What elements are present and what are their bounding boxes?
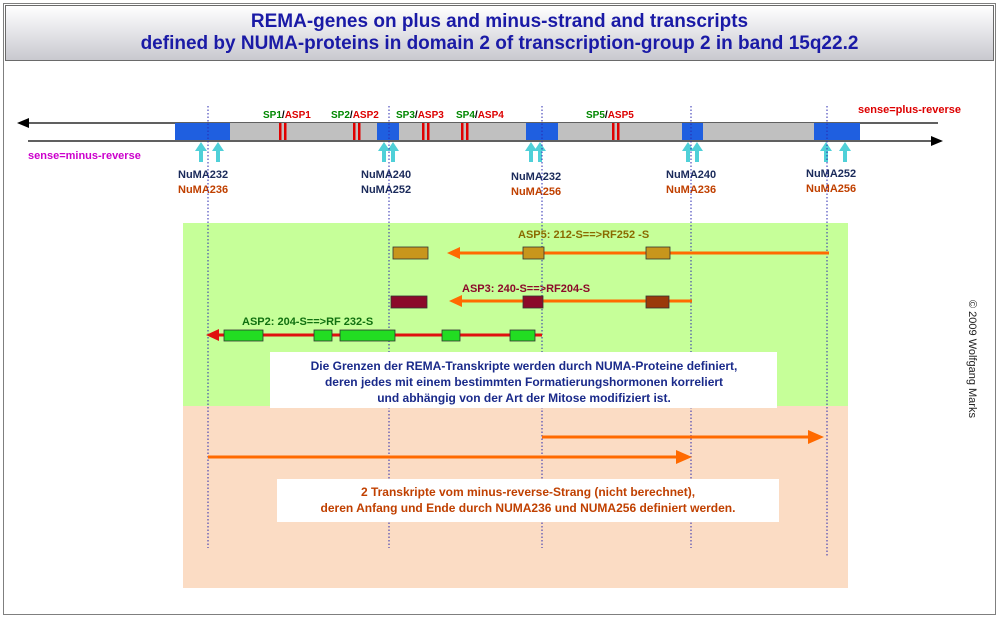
- numa-label-1-top: NuMA232: [178, 169, 228, 181]
- asp5-exon-1: [392, 246, 429, 260]
- asp2-exon-5: [509, 329, 536, 342]
- numa-block-2: [377, 123, 399, 140]
- numa-block-5: [814, 123, 860, 140]
- numa-label-2-bottom: NuMA252: [361, 184, 411, 196]
- asp2-exon-2: [313, 329, 333, 342]
- minus-transcript-2-arrowhead: [676, 450, 692, 464]
- asp2-arrowhead: [206, 329, 219, 341]
- asp2-exon-1: [223, 329, 264, 342]
- info-green-line-1: Die Grenzen der REMA-Transkripte werden …: [311, 359, 738, 373]
- sp-label-4: SP4/ASP4: [456, 110, 504, 121]
- asp5-exon-2: [522, 246, 545, 260]
- numa-block-1: [175, 123, 230, 140]
- info-orange-line-2: deren Anfang und Ende durch NUMA236 und …: [321, 501, 736, 515]
- info-orange-line-1: 2 Transkripte vom minus-reverse-Strang (…: [361, 485, 695, 499]
- info-box-green: [270, 352, 777, 408]
- asp3-exon-1: [390, 295, 428, 309]
- title-line-2: defined by NUMA-proteins in domain 2 of …: [140, 33, 859, 54]
- title-line-1: REMA-genes on plus and minus-strand and …: [250, 11, 749, 32]
- minus-strand-label: sense=minus-reverse: [28, 150, 141, 162]
- asp3-exon-2: [522, 295, 544, 309]
- asp5-arrowhead: [447, 247, 460, 259]
- left-arrowhead: [17, 118, 29, 128]
- sp-marks: [279, 123, 620, 140]
- asp3-arrowhead: [449, 295, 462, 307]
- copyright-text: © 2009 Wolfgang Marks: [966, 300, 978, 418]
- title-bar: REMA-genes on plus and minus-strand and …: [5, 5, 994, 61]
- asp3-label: ASP3: 240-S==>RF204-S: [462, 283, 590, 295]
- plus-strand-label: sense=plus-reverse: [858, 104, 961, 116]
- numa-block-4: [682, 123, 703, 140]
- info-box-orange: [277, 479, 779, 522]
- numa-label-2-top: NuMA240: [361, 169, 411, 181]
- sp-label-3: SP3/ASP3: [396, 110, 444, 121]
- asp2-exon-4: [441, 329, 461, 342]
- sp-label-5: SP5/ASP5: [586, 110, 634, 121]
- sp-label-1: SP1/ASP1: [263, 110, 311, 121]
- numa-label-3-bottom: NuMA256: [511, 186, 561, 198]
- numa-label-4-top: NuMA240: [666, 169, 716, 181]
- gene-bar: [175, 123, 860, 140]
- dotted-guides: [207, 106, 828, 557]
- numa-label-5-top: NuMA252: [806, 168, 856, 180]
- right-arrowhead: [931, 136, 943, 146]
- asp3-exon-3: [645, 295, 670, 309]
- numa-label-1-bottom: NuMA236: [178, 184, 228, 196]
- minus-transcript-1-arrowhead: [808, 430, 824, 444]
- numa-label-5-bottom: NuMA256: [806, 183, 856, 195]
- sp-label-2: SP2/ASP2: [331, 110, 379, 121]
- info-green-line-2: deren jedes mit einem bestimmten Formati…: [325, 375, 723, 389]
- asp2-label: ASP2: 204-S==>RF 232-S: [242, 316, 373, 328]
- asp5-label: ASP5: 212-S==>RF252 -S: [518, 229, 649, 241]
- asp2-exon-3: [339, 329, 396, 342]
- info-green-line-3: und abhängig von der Art der Mitose modi…: [377, 391, 671, 405]
- numa-label-3-top: NuMA232: [511, 171, 561, 183]
- numa-arrows: [195, 142, 851, 162]
- asp5-exon-3: [645, 246, 671, 260]
